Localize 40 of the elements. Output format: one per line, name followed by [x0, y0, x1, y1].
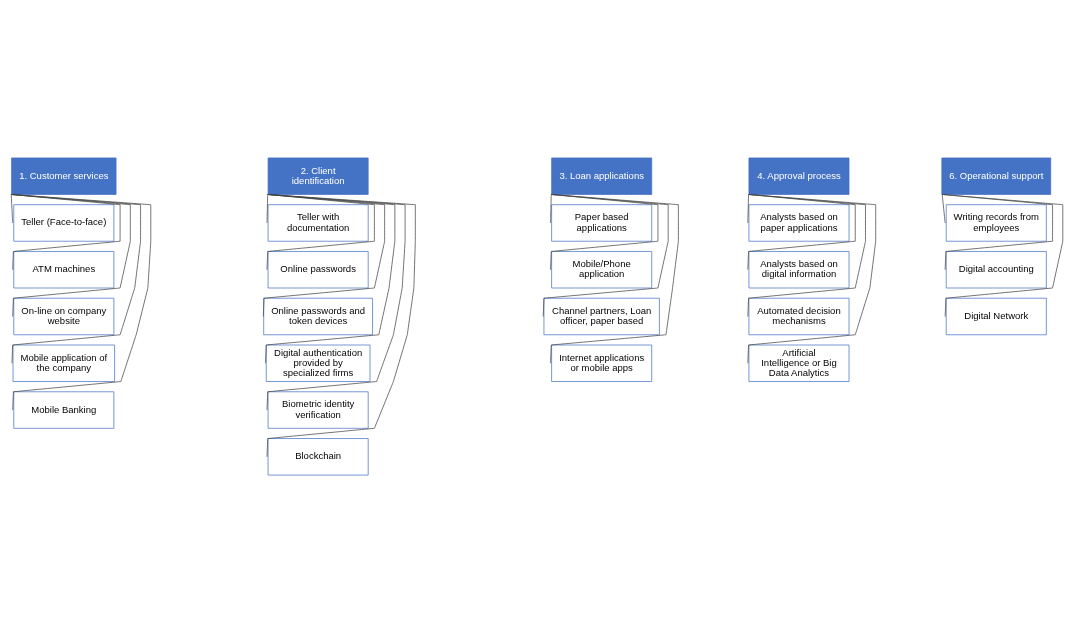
node-box: Analysts based on paper applications: [748, 204, 850, 242]
node-box: 4. Approval process: [748, 157, 850, 195]
connector: [10, 194, 121, 271]
node-box: Artificial Intelligence or Big Data Analytics: [748, 344, 850, 382]
node-box: Online passwords: [267, 251, 369, 289]
node-box: Digital Network: [945, 297, 1047, 336]
node-box: Analysts based on digital information: [748, 251, 850, 289]
connector: [941, 194, 1053, 271]
node-box: Mobile/Phone application: [551, 251, 653, 289]
node-box: 2. Client identification: [267, 157, 369, 195]
node-box: Teller (Face-to-face): [13, 204, 115, 242]
connector: [10, 194, 14, 224]
node-box: 3. Loan applications: [551, 157, 653, 195]
node-box: Online passwords and token devices: [263, 297, 373, 336]
node-box: Automated decision mechanisms: [748, 297, 850, 336]
connector: [542, 194, 669, 317]
connector: [10, 194, 131, 317]
connector: [262, 194, 385, 317]
node-box: 6. Operational support: [941, 157, 1052, 195]
connector: [266, 194, 269, 224]
connector: [550, 194, 659, 271]
node-box: Mobile Banking: [13, 391, 115, 429]
node-box: Internet applications or mobile apps: [551, 344, 653, 382]
node-box: Mobile application of the company: [12, 344, 115, 382]
connector: [550, 194, 552, 224]
node-box: 1. Customer services: [11, 157, 117, 195]
node-box: Paper based applications: [551, 204, 653, 242]
node-box: ATM machines: [13, 251, 115, 289]
connector: [941, 194, 946, 224]
connector: [747, 194, 749, 224]
node-box: Digital authentication provided by specialized firms: [265, 344, 371, 382]
node-box: Writing records from employees: [945, 204, 1047, 242]
node-box: Teller with documentation: [267, 204, 369, 242]
connector: [266, 194, 375, 271]
node-box: On-line on company website: [13, 297, 115, 336]
node-box: Biometric identity verification: [267, 391, 369, 429]
node-box: Digital accounting: [945, 251, 1047, 289]
node-box: Channel partners, Loan officer, paper based: [543, 297, 660, 336]
node-box: Blockchain: [267, 438, 369, 476]
connector: [941, 194, 1064, 317]
